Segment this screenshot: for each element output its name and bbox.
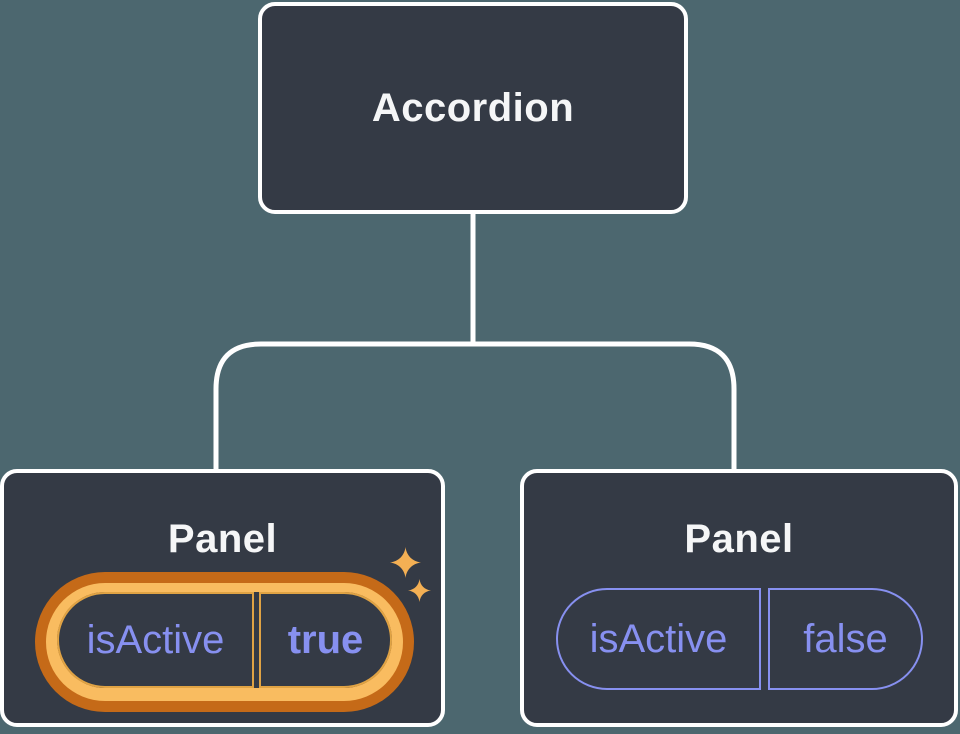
state-value-cell: true	[259, 592, 392, 688]
state-key-label: isActive	[589, 616, 728, 661]
node-panel-active-label: Panel	[167, 517, 278, 561]
sparkle-small-icon	[408, 579, 431, 602]
node-accordion-label: Accordion	[371, 85, 575, 130]
state-key-cell: isActive	[57, 592, 254, 688]
node-accordion: Accordion	[258, 2, 688, 214]
sparkle-icons	[390, 547, 431, 602]
state-pill-inactive: isActive false	[556, 588, 923, 690]
state-pill-active: isActive true	[57, 592, 392, 688]
state-value-cell: false	[768, 588, 923, 690]
node-panel-inactive-label: Panel	[684, 517, 794, 561]
state-value-label: true	[287, 617, 364, 662]
state-value-label: false	[803, 616, 888, 661]
connector-branch	[213, 341, 737, 470]
state-key-cell: isActive	[556, 588, 761, 690]
state-key-label: isActive	[86, 617, 225, 662]
sparkle-large-icon	[390, 547, 421, 578]
